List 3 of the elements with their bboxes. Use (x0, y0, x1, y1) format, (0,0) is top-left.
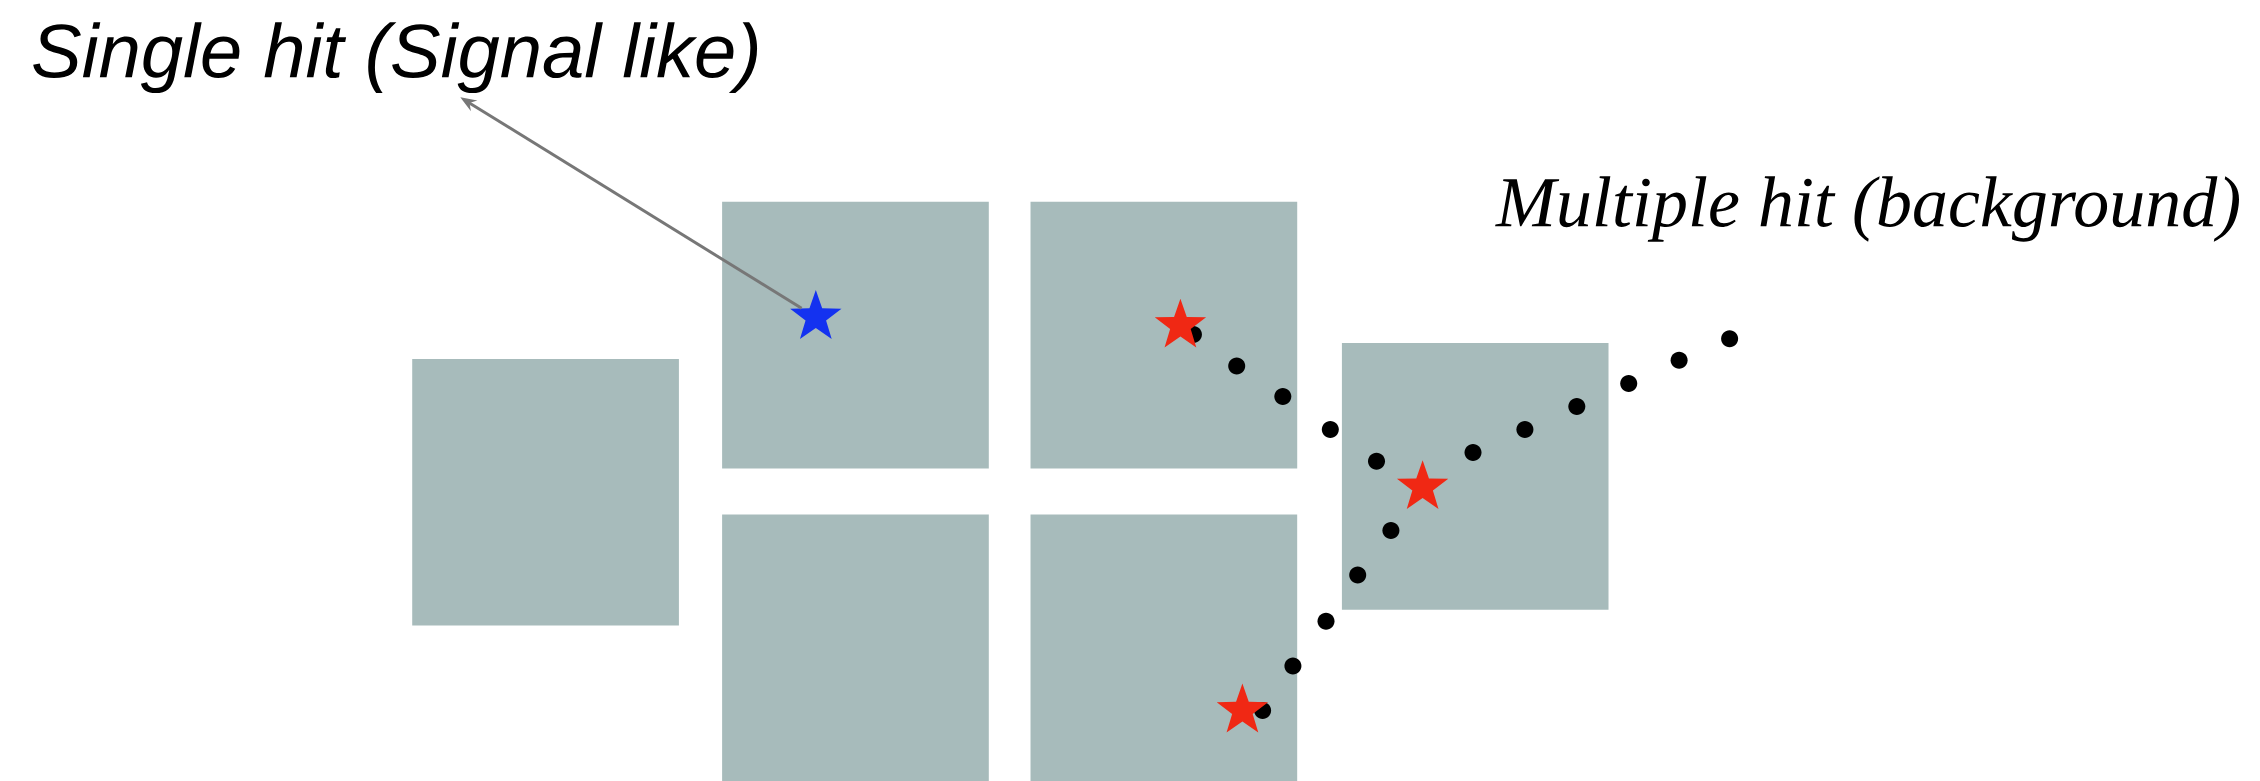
callout-text: Single hit (Signal like) (33, 22, 758, 94)
signal-star (790, 290, 842, 339)
callout-text: Multiple hit (background) (1495, 176, 2239, 242)
